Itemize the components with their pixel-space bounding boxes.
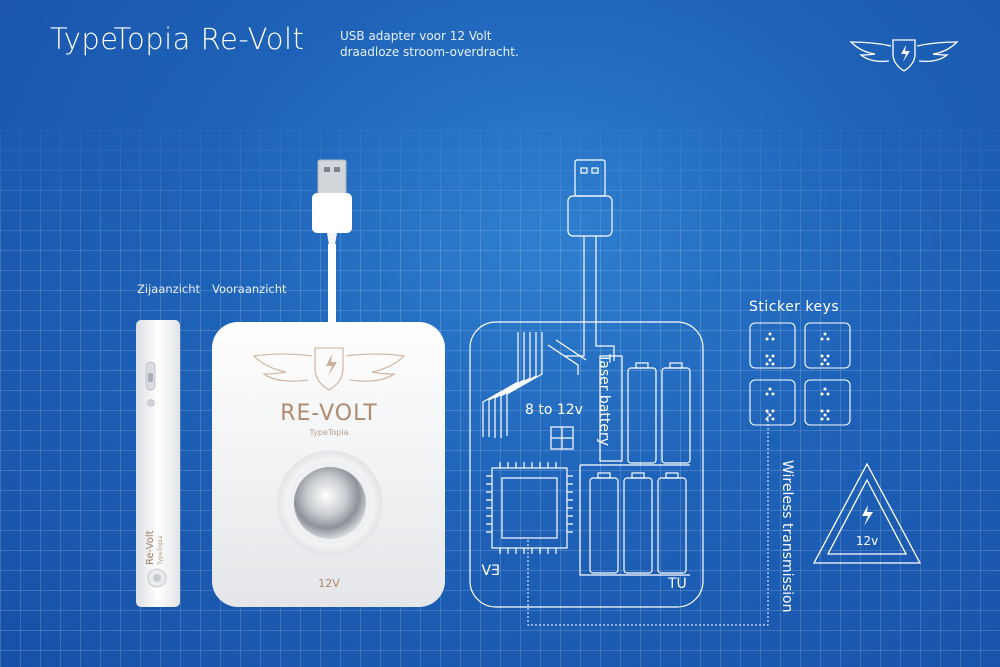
side-view-device: Re-Volt TypeTopia [136, 320, 180, 607]
subtitle-line-1: USB adapter voor 12 Volt [340, 29, 492, 43]
front-view-device: RE-VOLT TypeTopia 12V [212, 322, 445, 607]
device-brand-text: RE-VOLT [280, 401, 377, 426]
schematic-outline [469, 159, 769, 626]
warning-triangle-icon [812, 462, 922, 564]
sticker-keys-title: Sticker keys [749, 299, 839, 315]
side-maker-text: TypeTopia [157, 535, 164, 566]
corner-label-text: TU [667, 576, 687, 592]
subtitle-line-2: draadloze stroom-overdracht. [340, 45, 519, 59]
warning-voltage-text: 12v [856, 534, 878, 548]
wing-shield-logo-icon [849, 39, 959, 72]
voltage-range-text: 8 to 12v [525, 402, 583, 418]
wireless-label-text: Wireless transmission [779, 460, 795, 612]
device-wing-logo-icon [252, 347, 406, 391]
page-title: TypeTopia Re-Volt [50, 22, 305, 56]
device-voltage-text: 12V [318, 577, 340, 590]
side-view-label: Zijaanzicht [137, 282, 201, 296]
usb-cable [312, 159, 352, 326]
device-maker-text: TypeTopia [309, 428, 349, 437]
battery-label-text: Taser battery [596, 353, 612, 446]
front-view-label: Vooraanzicht [212, 282, 287, 296]
side-brand-text: Re-Volt [145, 530, 156, 565]
sticker-key-dots [765, 332, 830, 421]
sticker-keys [749, 322, 851, 426]
power-dial-button [294, 467, 366, 539]
chip-label-text: EV [481, 563, 500, 579]
page-subtitle: USB adapter voor 12 Volt draadloze stroo… [340, 28, 519, 60]
